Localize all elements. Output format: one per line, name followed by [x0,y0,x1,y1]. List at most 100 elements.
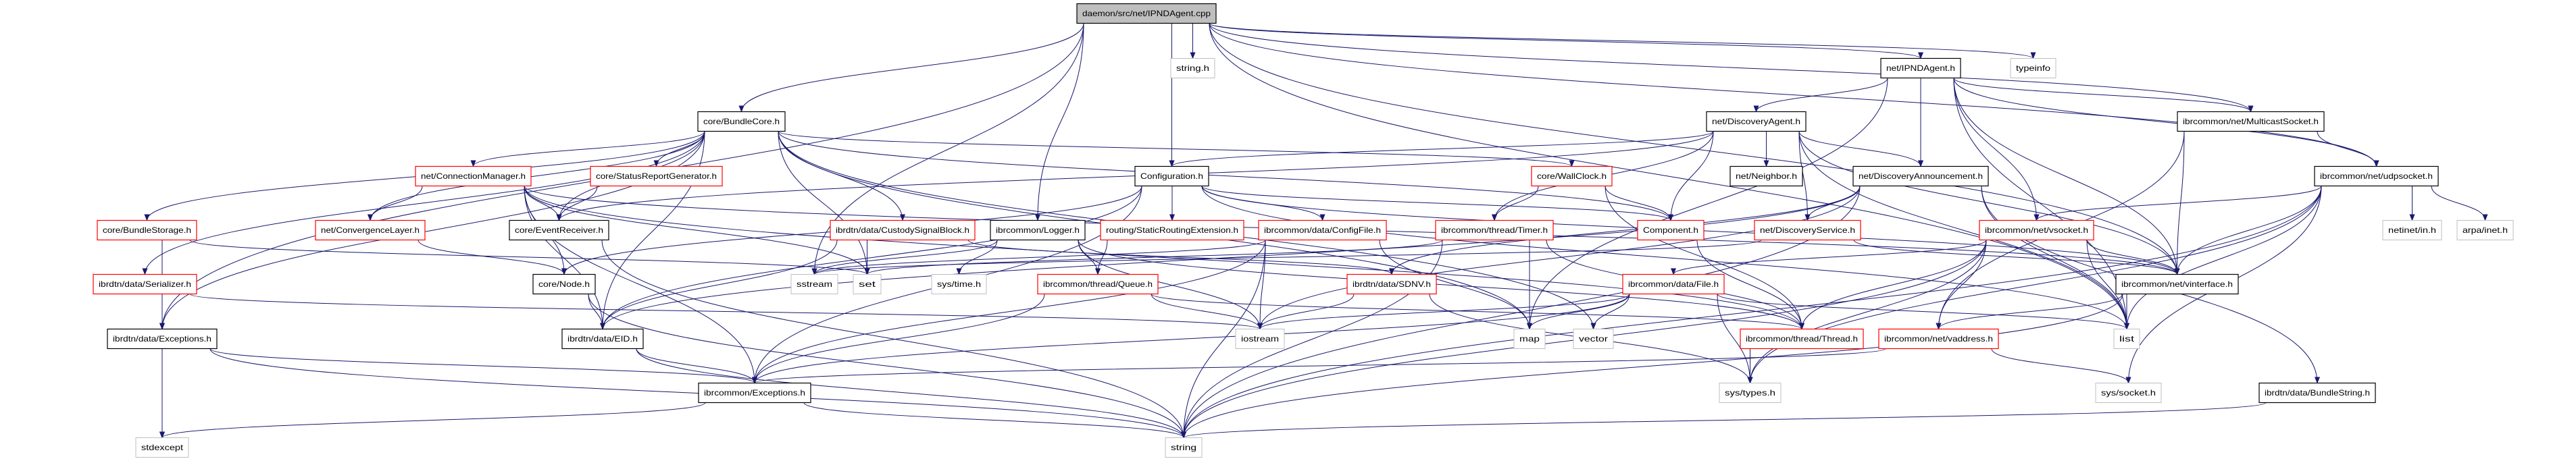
edge-component-to-thread [1696,240,1804,330]
node-box [2010,58,2056,78]
edge-node-to-string [588,294,1186,439]
node-systypes[interactable]: sys/types.h [1719,383,1782,403]
node-vector[interactable]: vector [1573,329,1614,349]
node-config[interactable]: Configuration.h [1134,165,1209,187]
node-netinet[interactable]: netinet/in.h [2382,220,2442,240]
edge-custody-to-eid [600,240,838,330]
edge-config-to-list [1201,186,2129,330]
node-label: string.h [1176,63,1209,73]
node-stdexcept[interactable]: stdexcept [135,437,189,458]
node-bundlestring[interactable]: ibrdtn/data/BundleString.h [2258,382,2376,404]
node-node[interactable]: core/Node.h [532,273,596,295]
node-label: core/EventReceiver.h [515,225,603,235]
edge-statusrep-to-eventrecv [556,186,598,221]
node-box [1637,219,1704,241]
node-label: net/ConnectionManager.h [421,171,526,181]
node-label: set [859,279,876,289]
node-label: ibrcommon/net/udpsocket.h [2320,171,2433,181]
node-box [2258,382,2376,404]
node-file[interactable]: ibrcommon/data/File.h [1622,273,1725,295]
edge-connmgr-to-eid [524,186,605,330]
node-vaddress[interactable]: ibrcommon/net/vaddress.h [1878,328,1999,350]
node-convlayer[interactable]: net/ConvergenceLayer.h [315,219,426,241]
node-discann[interactable]: net/DiscoveryAnnouncement.h [1852,165,1989,187]
node-label: typeinfo [2016,63,2050,73]
node-timer[interactable]: ibrcommon/thread/Timer.h [1435,219,1554,241]
node-label: net/DiscoveryService.h [1760,225,1855,235]
node-label: net/ConvergenceLayer.h [321,225,420,235]
edge-file-to-comexc [752,294,1630,384]
node-systime[interactable]: sys/time.h [931,274,987,294]
node-discservice[interactable]: net/DiscoveryService.h [1754,219,1861,241]
edge-ipndh-to-vinterface [1953,78,2180,275]
node-statusrep[interactable]: core/StatusReportGenerator.h [590,165,723,187]
node-ipndh[interactable]: net/IPNDAgent.h [1880,57,1961,79]
node-arpa[interactable]: arpa/inet.h [2456,220,2514,240]
node-label: arpa/inet.h [2463,225,2508,235]
edge-node-to-eid [588,294,605,330]
node-string[interactable]: string [1165,437,1203,458]
node-vinterface[interactable]: ibrcommon/net/vinterface.h [2115,273,2239,295]
node-label: ibrcommon/net/MulticastSocket.h [2183,117,2319,126]
edge-udpsocket-to-string [1181,186,2322,439]
edge-config-to-eid [600,186,1142,330]
node-udpsocket[interactable]: ibrcommon/net/udpsocket.h [2314,165,2439,187]
node-wallclock[interactable]: core/WallClock.h [1531,165,1613,187]
node-box [1170,58,1215,78]
node-bundlestorage[interactable]: core/BundleStorage.h [97,219,197,241]
node-sstream[interactable]: sstream [790,274,838,294]
edge-main-to-udpsocket [1209,23,2379,167]
edge-file-to-map [1527,294,1630,330]
node-typeinfo[interactable]: typeinfo [2010,58,2056,78]
node-label: net/DiscoveryAgent.h [1712,117,1800,126]
edge-bundlecore-to-component [778,131,1673,221]
node-discagent[interactable]: net/DiscoveryAgent.h [1706,111,1807,132]
node-connmgr[interactable]: net/ConnectionManager.h [415,165,532,187]
node-component[interactable]: Component.h [1637,219,1704,241]
node-staticrouting[interactable]: routing/StaticRoutingExtension.h [1100,219,1244,241]
edge-udpsocket-to-vsocket [2034,186,2322,221]
edge-vsocket-to-file [1671,240,1987,275]
node-bundlecore[interactable]: core/BundleCore.h [697,111,786,132]
edge-custody-to-sdnv [967,240,1394,275]
node-box [532,273,596,295]
node-logger[interactable]: ibrcommon/Logger.h [990,219,1086,241]
node-custody[interactable]: ibrdtn/data/CustodySignalBlock.h [830,219,976,241]
node-map[interactable]: map [1513,329,1546,349]
node-label: ibrcommon/net/vsocket.h [1985,225,2088,235]
node-sdnv[interactable]: ibrdtn/data/SDNV.h [1346,273,1437,295]
node-configfile[interactable]: ibrcommon/data/ConfigFile.h [1258,219,1387,241]
node-syssocket[interactable]: sys/socket.h [2095,383,2162,403]
node-label: sstream [797,279,832,289]
node-eid[interactable]: ibrdtn/data/EID.h [561,328,644,350]
node-dtnexc[interactable]: ibrdtn/data/Exceptions.h [107,328,218,350]
node-thread[interactable]: ibrcommon/thread/Thread.h [1740,328,1864,350]
edge-vaddress-to-comexc [752,348,1886,384]
node-label: ibrcommon/thread/Queue.h [1043,279,1153,289]
node-label: sys/socket.h [2101,388,2156,398]
node-queue[interactable]: ibrcommon/thread/Queue.h [1037,273,1159,295]
node-eventrecv[interactable]: core/EventReceiver.h [509,219,609,241]
node-main[interactable]: daemon/src/net/IPNDAgent.cpp [1076,3,1217,24]
edge-bundlecore-to-convlayer [368,131,705,221]
node-neighbor[interactable]: net/Neighbor.h [1729,165,1803,187]
node-iostream[interactable]: iostream [1235,329,1285,349]
node-mcast[interactable]: ibrcommon/net/MulticastSocket.h [2177,111,2325,132]
edge-dtnexc-to-comexc [209,348,757,384]
node-vsocket[interactable]: ibrcommon/net/vsocket.h [1979,219,2094,241]
edge-main-to-typeinfo [1209,23,2036,59]
node-label: ibrcommon/thread/Thread.h [1746,334,1858,344]
edge-eid-to-string [636,348,1186,439]
edge-logger-to-thread [1078,240,1804,330]
node-box [853,274,882,294]
node-box [1878,328,1999,350]
node-list[interactable]: list [2113,329,2140,349]
edge-discann-to-eid [600,186,1861,330]
node-set[interactable]: set [853,274,882,294]
node-box [1729,165,1803,187]
edge-ipndh-to-map [1527,78,1888,330]
edge-main-to-mcast [1209,23,2254,113]
node-stringh[interactable]: string.h [1170,58,1215,78]
node-comexc[interactable]: ibrcommon/Exceptions.h [698,382,811,404]
node-serializer[interactable]: ibrdtn/data/Serializer.h [93,273,197,295]
